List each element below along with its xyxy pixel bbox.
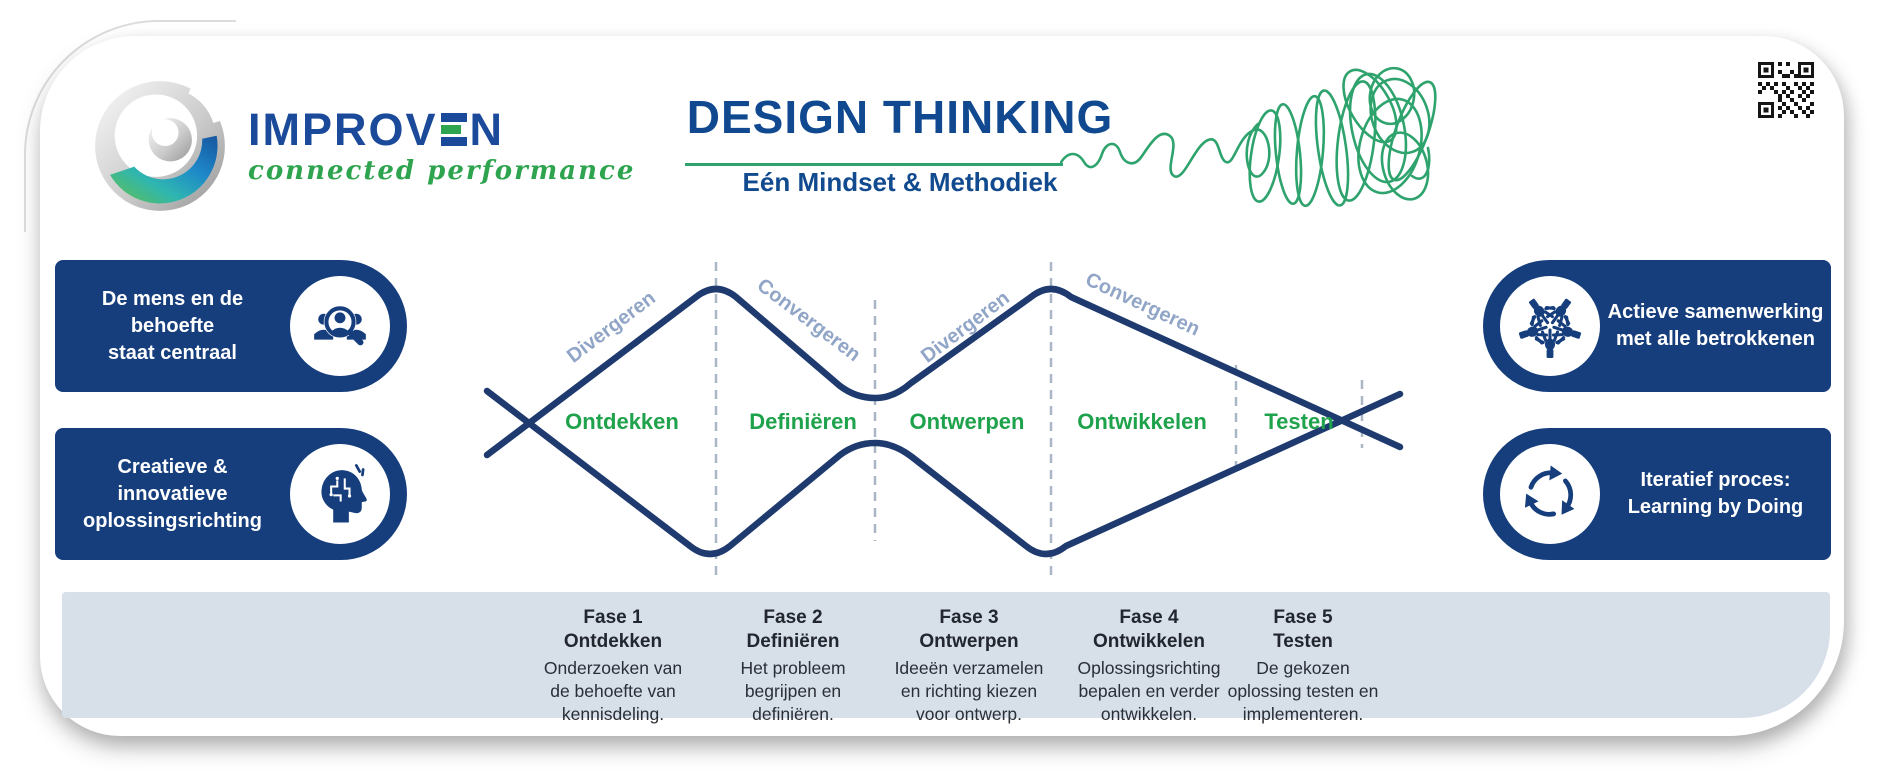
phase-label-ontdekken: Ontdekken	[565, 409, 679, 434]
phase-number: Fase 4	[1119, 607, 1179, 628]
title-underline	[685, 163, 1063, 166]
flow-label-divergeren-2: Divergeren	[917, 287, 1014, 367]
people-search-icon	[290, 276, 390, 376]
phase-column-4: Fase 4 Ontwikkelen Oplossingsrichting be…	[1067, 606, 1232, 726]
phase-column-3: Fase 3 Ontwerpen Ideeën verzamelen en ri…	[889, 606, 1049, 726]
badge-label-line2: met alle betrokkenen	[1616, 328, 1815, 350]
phase-label-ontwerpen: Ontwerpen	[910, 409, 1025, 434]
flow-label-convergeren-1: Convergeren	[753, 274, 865, 366]
phase-number: Fase 1	[583, 607, 643, 628]
page-subtitle: Eén Mindset & Methodiek	[742, 167, 1058, 198]
badge-label: Actieve samenwerking met alle betrokkene…	[1600, 299, 1831, 353]
badge-label: Iteratief proces: Learning by Doing	[1600, 467, 1831, 521]
head-idea-icon	[290, 444, 390, 544]
phase-column-2: Fase 2 Definiëren Het probleem begrijpen…	[729, 606, 857, 726]
phase-number: Fase 3	[939, 607, 999, 628]
phase-label-definieren: Definiëren	[749, 409, 857, 434]
scribble-line-icon	[1060, 66, 1437, 208]
badge-iterative-process: Iteratief proces: Learning by Doing	[1483, 428, 1831, 560]
phase-name: Ontdekken	[563, 630, 663, 652]
poster-card: IMPROV N connected performance DESIGN TH…	[40, 36, 1844, 736]
badge-label-line2: staat centraal	[108, 341, 237, 364]
improven-swirl-icon	[95, 81, 225, 211]
phase-description: Onderzoeken van de behoefte van kennisde…	[543, 657, 683, 725]
badge-label-line1: Iteratief proces:	[1640, 469, 1791, 491]
badge-label-line2: oplossingsrichting	[83, 509, 262, 532]
badge-label-line1: Actieve samenwerking	[1607, 301, 1824, 323]
logo-text-block: IMPROV N connected performance	[248, 107, 635, 186]
phase-label-ontwikkelen: Ontwikkelen	[1077, 409, 1207, 434]
brand-name-post: N	[469, 103, 505, 155]
hands-together-icon	[1500, 276, 1600, 376]
phase-number: Fase 2	[763, 607, 823, 628]
phase-column-1: Fase 1 Ontdekken Onderzoeken van de beho…	[539, 606, 687, 726]
page-title: DESIGN THINKING	[686, 91, 1114, 143]
phase-name: Ontwikkelen	[1093, 630, 1205, 652]
improven-logo: IMPROV N connected performance	[92, 78, 635, 214]
phase-description: De gekozen oplossing testen en implement…	[1227, 657, 1379, 725]
phase-name: Testen	[1273, 630, 1333, 652]
cycle-arrows-icon	[1500, 444, 1600, 544]
phase-name: Ontwerpen	[919, 630, 1019, 652]
phase-number: Fase 5	[1273, 607, 1333, 628]
phase-name: Definiëren	[746, 630, 840, 652]
brand-letter-e-icon	[440, 112, 467, 146]
badge-label: De mens en de behoefte staat centraal	[55, 286, 290, 367]
badge-label: Creatieve & innovatieve oplossingsrichti…	[55, 454, 290, 535]
header-block: DESIGN THINKING Eén Mindset & Methodiek	[600, 90, 1200, 198]
diamond-bottom-path	[483, 387, 1404, 558]
badge-label-line1: De mens en de behoefte	[101, 287, 244, 337]
badge-label-line2: Learning by Doing	[1627, 496, 1804, 518]
phase-column-5: Fase 5 Testen De gekozen oplossing teste…	[1223, 606, 1383, 726]
brand-name: IMPROV N	[248, 107, 635, 152]
flow-label-divergeren-1: Divergeren	[563, 287, 660, 367]
phase-label-testen: Testen	[1264, 409, 1333, 434]
double-diamond-diagram: Divergeren Convergeren Divergeren Conver…	[483, 262, 1404, 580]
phase-description: Ideeën verzamelen en richting kiezen voo…	[894, 657, 1044, 725]
phase-description: Het probleem begrijpen en definiëren.	[740, 657, 846, 725]
brand-tagline: connected performance	[248, 155, 636, 186]
badge-human-centered: De mens en de behoefte staat centraal	[55, 260, 407, 392]
badge-active-collaboration: Actieve samenwerking met alle betrokkene…	[1483, 260, 1831, 392]
phase-band: Fase 1 Ontdekken Onderzoeken van de beho…	[62, 592, 1830, 724]
brand-name-pre: IMPROV	[248, 103, 438, 155]
diamond-top-path	[483, 285, 1404, 459]
badge-label-line1: Creatieve & innovatieve	[117, 455, 228, 505]
badge-creative-solutions: Creatieve & innovatieve oplossingsrichti…	[55, 428, 407, 560]
phase-description: Oplossingsrichting bepalen en verder ont…	[1077, 657, 1221, 725]
qr-code-icon	[1758, 62, 1814, 118]
